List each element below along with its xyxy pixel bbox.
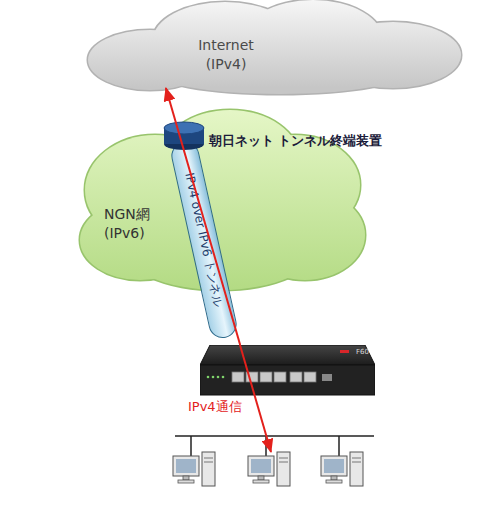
device-label: 朝日ネット トンネル終端装置: [209, 133, 382, 152]
pc-icon: [248, 452, 290, 486]
sfp-slot: [322, 374, 332, 381]
pc-drive: [279, 462, 288, 463]
status-led: [207, 376, 210, 379]
pc-base: [178, 480, 194, 483]
status-led: [222, 376, 225, 379]
lan-line: [175, 435, 374, 437]
pc-icon: [321, 452, 363, 486]
traffic-line: [240, 345, 271, 452]
lan-drop: [265, 436, 267, 456]
cylinder-top: [164, 122, 204, 134]
pc-tower: [202, 452, 215, 486]
cloud-label: Internet (IPv4): [192, 36, 260, 74]
traffic-label: IPv4通信: [188, 398, 242, 416]
lan-port: [290, 372, 302, 382]
lan-drop: [190, 436, 192, 456]
traffic-arrow: [166, 88, 240, 345]
internet-cloud: Internet (IPv4): [75, 0, 475, 88]
pc-base: [253, 480, 269, 483]
cloud-label: NGN網 (IPv6): [104, 205, 168, 243]
pc-screen: [251, 459, 271, 473]
pc-screen: [176, 459, 196, 473]
pc-screen: [324, 459, 344, 473]
lan-port: [304, 372, 316, 382]
cloud-edge: [88, 0, 461, 94]
pc-tower: [277, 452, 290, 486]
cloud-lobe: [150, 46, 410, 94]
pc-monitor: [173, 456, 199, 476]
router-top: [200, 345, 375, 365]
cloud-lobe: [80, 200, 200, 280]
router-body: [200, 345, 375, 397]
pc-base: [326, 480, 342, 483]
pc-drive: [204, 458, 213, 459]
pc-icon: [173, 452, 215, 486]
status-led: [212, 376, 215, 379]
pc-stand: [183, 476, 189, 480]
cloud-outline: [75, 0, 475, 88]
vendor-logo: [340, 350, 349, 353]
pc-stand: [331, 476, 337, 480]
pc-monitor: [248, 456, 274, 476]
tunnel-end-device: 朝日ネット トンネル終端装置: [162, 114, 377, 152]
pc-monitor: [321, 456, 347, 476]
router-front: [200, 365, 375, 395]
lan-port: [246, 372, 258, 382]
cloud-fill: [88, 0, 461, 94]
model-label: F60: [356, 348, 369, 356]
status-led: [217, 376, 220, 379]
pc-stand: [258, 476, 264, 480]
cloud-lobe: [80, 200, 200, 280]
lan-port: [274, 372, 286, 382]
pc-drive: [204, 462, 213, 463]
port-row: [232, 372, 316, 382]
pc-drive: [352, 462, 361, 463]
cloud-lobe: [150, 46, 410, 94]
lan-drop: [338, 436, 340, 456]
edge-group: [166, 88, 240, 345]
status-leds: [207, 376, 225, 379]
lan-port: [232, 372, 244, 382]
lan-port: [260, 372, 272, 382]
cylinder-symbol: [162, 120, 206, 152]
pc-drive: [352, 458, 361, 459]
pc-drive: [279, 458, 288, 459]
pc-tower: [350, 452, 363, 486]
router-device: F60: [200, 345, 375, 397]
